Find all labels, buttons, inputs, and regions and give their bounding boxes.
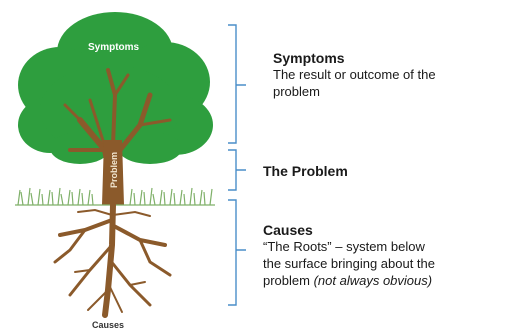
symptoms-desc-line2: problem <box>273 84 320 99</box>
legend-brackets <box>228 24 246 306</box>
bracket-causes <box>228 199 246 306</box>
legend-causes: Causes “The Roots” – system below the su… <box>263 222 435 289</box>
symptoms-desc-line1: The result or outcome of the <box>273 67 436 82</box>
bracket-problem <box>228 149 246 191</box>
causes-desc-line1: “The Roots” – system below <box>263 239 425 254</box>
causes-desc-line3: problem (not always obvious) <box>263 272 435 289</box>
legend-symptoms: Symptoms The result or outcome of the pr… <box>273 50 436 100</box>
bracket-symptoms <box>228 24 246 144</box>
canopy-label: Symptoms <box>88 42 140 53</box>
symptoms-heading: Symptoms <box>273 50 345 66</box>
causes-desc-line2: the surface bringing about the <box>263 256 436 271</box>
causes-heading: Causes <box>263 222 313 238</box>
roots-label: Causes <box>92 320 125 330</box>
causes-desc-line3-plain: problem <box>263 273 314 288</box>
tree-trunk <box>102 140 124 205</box>
tree-roots <box>53 202 172 318</box>
trunk-label: Problem <box>109 152 119 189</box>
causes-desc-line3-italic: (not always obvious) <box>313 273 433 288</box>
problem-heading: The Problem <box>263 163 348 179</box>
